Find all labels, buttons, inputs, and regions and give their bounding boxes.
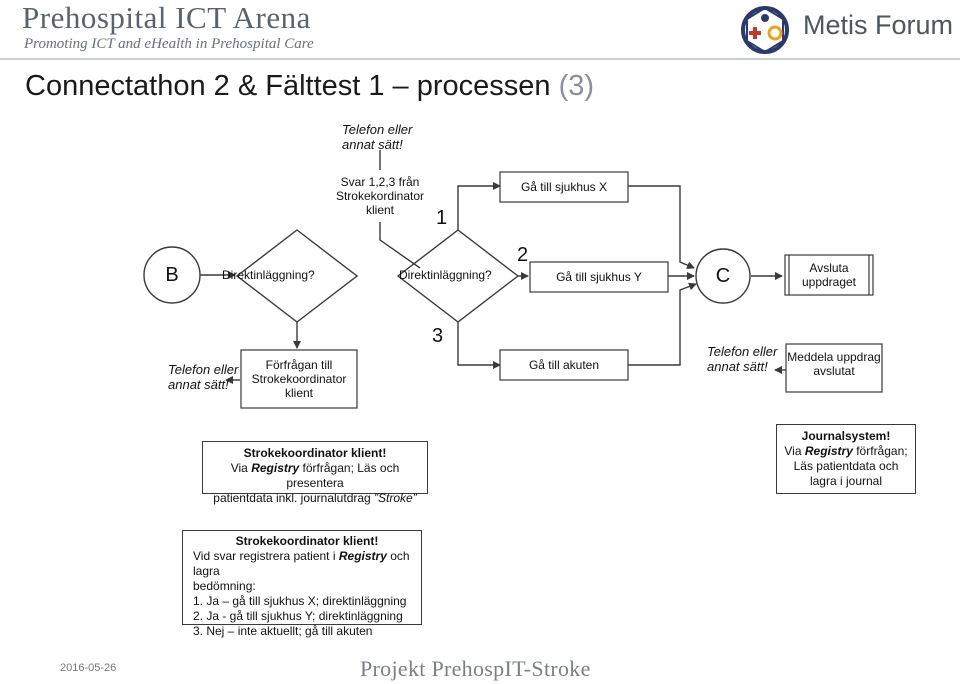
meddela-text: Meddela uppdrag avslutat [786,350,882,378]
telefon-right-text: Telefon eller annat sätt! [707,344,777,374]
telefon-top-line2: annat sätt! [342,137,403,152]
svar-text: Svar 1,2,3 från Strokekordinator klient [330,175,430,217]
logo-text: Metis Forum [803,10,954,40]
node-b: B [165,264,179,286]
forfragan-text: Förfrågan till Strokekoordinator klient [241,358,357,400]
go-akuten-text: Gå till akuten [528,358,600,372]
forfragan-line2: Strokekoordinator [251,372,347,386]
box-journal-line3: lagra i journal [809,474,883,488]
brand-subtitle: Promoting ICT and eHealth in Prehospital… [24,36,314,52]
forfragan-line3: klient [284,386,313,400]
label-2: 2 [517,244,529,266]
svar-line2: Strokekordinator [335,189,425,203]
box-svar-line5: 3. Nej – inte aktuellt; gå till akuten [193,624,373,638]
arrow-decision2-to-akuten [457,322,501,369]
box-journal-line2: Läs patientdata och [793,459,899,473]
box-journalsystem: Journalsystem! Via Registry förfrågan; L… [776,424,916,494]
box-go-akuten [499,349,629,381]
meddela-line2: avslutat [813,364,855,378]
box-stroke-line2: patientdata inkl. journalutdrag ”Stroke” [213,491,417,505]
go-x-text: Gå till sjukhus X [520,180,608,194]
box-stroke-heading: Strokekoordinator klient! [243,446,387,460]
box-go-x [499,171,629,203]
box-svar-line3: 1. Ja – gå till sjukhus X; direktinläggn… [193,594,407,608]
box-meddela [785,343,883,393]
box-svar-line4: 2. Ja - gå till sjukhus Y; direktinläggn… [193,609,403,623]
box-journal-line1: Via Registry förfrågan; [784,444,908,458]
meddela-line1: Meddela uppdrag [787,350,881,364]
footer-date: 2016-05-26 [60,662,117,674]
arrow-decision2-to-x [457,182,501,230]
avsluta-line2: uppdraget [801,275,857,289]
node-c-circle [695,248,751,304]
box-svar-line2: bedömning: [193,579,256,593]
label-3: 3 [432,325,444,347]
arrow-akuten-to-c [628,282,697,366]
telefon-left-line2: annat sätt! [168,377,229,392]
arrow-x-to-c [628,185,695,269]
telefon-right-line1: Telefon eller [707,344,778,359]
box-stroke-line1: Via Registry förfrågan; Läs och presente… [230,461,400,490]
brand-title: Prehospital ICT Arena [22,0,311,35]
label-1: 1 [436,207,448,229]
box-svar-line1: Vid svar registrera patient i Registry o… [193,549,410,578]
node-c: C [715,265,731,287]
avsluta-text: Avsluta uppdraget [785,261,873,289]
forfragan-line1: Förfrågan till [265,358,333,372]
page-title-number: (3) [558,70,595,102]
header-divider [0,58,960,60]
box-strokekoordinator-query: Strokekoordinator klient! Via Registry f… [202,441,428,505]
box-avsluta [784,254,874,296]
decision-2-text: Direktinläggning? [399,268,492,282]
line-svar-diamond2 [379,222,421,269]
box-svar-heading: Strokekoordinator klient! [235,534,379,548]
go-y-text: Gå till sjukhus Y [556,270,642,284]
footer-project: Projekt PrehospIT-Stroke [360,656,591,681]
box-journal-heading: Journalsystem! [801,429,891,443]
page-title: Connectathon 2 & Fälttest 1 – processen … [25,70,594,103]
avsluta-line1: Avsluta [809,261,849,275]
telefon-left-line1: Telefon eller [168,362,239,377]
telefon-left-text: Telefon eller annat sätt! [168,362,238,392]
telefon-right-line2: annat sätt! [707,359,768,374]
metis-forum-logo [741,6,789,54]
telefon-top-line1: Telefon eller [342,122,413,137]
box-forfragan [240,349,358,409]
svar-line3: klient [365,203,394,217]
page-title-main: Connectathon 2 & Fälttest 1 – processen [25,70,551,102]
svar-line1: Svar 1,2,3 från [340,175,420,189]
box-strokekoordinator-response: Strokekoordinator klient! Vid svar regis… [182,530,422,638]
telefon-top-text: Telefon eller annat sätt! [342,122,412,152]
box-go-y [529,261,669,293]
decision-1-text: Direktinläggning? [222,268,315,282]
